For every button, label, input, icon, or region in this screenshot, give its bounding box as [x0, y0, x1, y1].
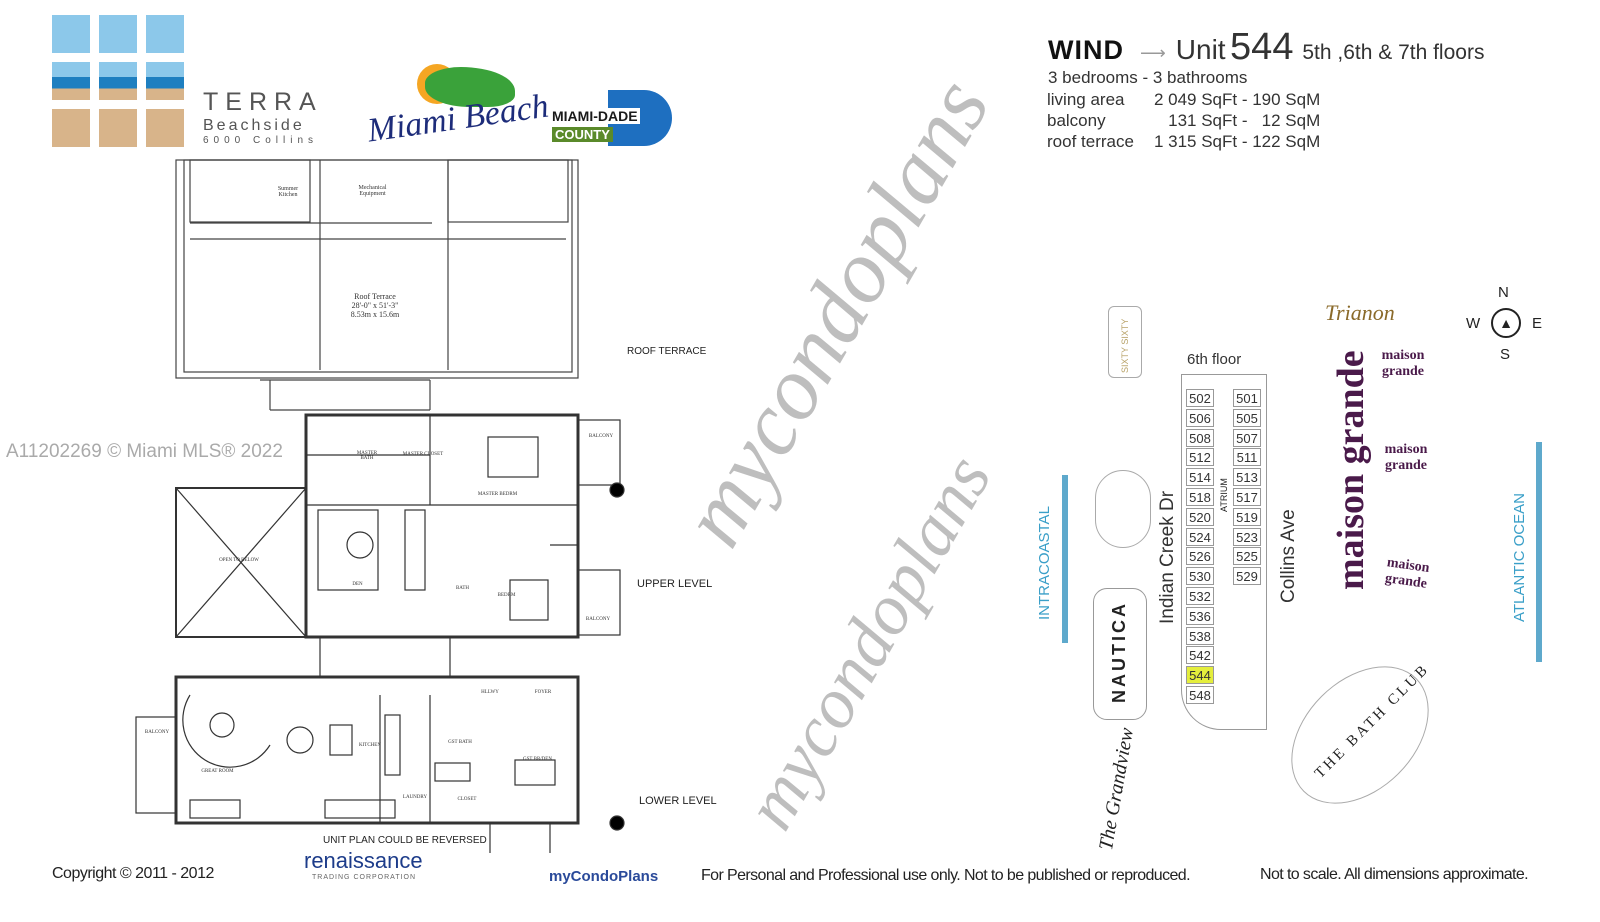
- atlantic-bar: [1536, 442, 1542, 662]
- unit-512: 512: [1186, 448, 1214, 467]
- unit-536: 536: [1186, 606, 1214, 625]
- unit-507: 507: [1233, 428, 1261, 447]
- terra-logo-tiles: [52, 15, 184, 147]
- rooms-summary: 3 bedrooms - 3 bathrooms: [1048, 68, 1248, 87]
- sixty-sixty-building: SIXTY SIXTY: [1108, 306, 1142, 378]
- lower-level-label: LOWER LEVEL: [639, 795, 717, 807]
- sixty-sixty-label: SIXTY SIXTY: [1120, 318, 1130, 373]
- compass-n: N: [1498, 284, 1509, 301]
- nautica-label: NAUTICA: [1109, 601, 1129, 703]
- upper-level-label: UPPER LEVEL: [637, 578, 713, 590]
- unit-523: 523: [1233, 527, 1261, 546]
- mls-watermark: A11202269 © Miami MLS® 2022: [6, 441, 283, 462]
- balcony-label-3: BALCONY: [144, 730, 170, 735]
- collins-street: Collins Ave: [1278, 509, 1299, 603]
- great-room-label: GREAT ROOM: [201, 769, 234, 774]
- compass-w: W: [1466, 315, 1481, 332]
- unit-524: 524: [1186, 527, 1214, 546]
- indian-creek-building: [1095, 470, 1151, 548]
- unit-506: 506: [1186, 408, 1214, 427]
- copyright: Copyright © 2011 - 2012: [52, 865, 214, 882]
- reversed-note: UNIT PLAN COULD BE REVERSED: [323, 835, 487, 846]
- roof-terrace-label: ROOF TERRACE: [627, 346, 707, 357]
- open-below-label: OPEN TO BELOW: [219, 558, 259, 563]
- grandview-building: The Grandview: [1095, 725, 1139, 852]
- unit-532: 532: [1186, 587, 1214, 605]
- lower-level-plan: [135, 637, 625, 853]
- unit-525: 525: [1233, 547, 1261, 566]
- scale-notice: Not to scale. All dimensions approximate…: [1260, 866, 1529, 883]
- bath-club-label: THE BATH CLUB: [1311, 660, 1433, 782]
- bedrm-label: BEDRM: [497, 593, 516, 598]
- gst-br-label: GST BR/DEN: [523, 757, 552, 762]
- unit-header: WIND ⟶ Unit 544 5th ,6th & 7th floors: [1048, 26, 1485, 68]
- unit-502: 502: [1186, 389, 1214, 407]
- intracoastal-bar: [1062, 475, 1068, 643]
- floor-label: 6th floor: [1187, 351, 1242, 368]
- upper-level-plan: [175, 413, 625, 639]
- bath-label: BATH: [455, 586, 470, 591]
- unit-520: 520: [1186, 507, 1214, 526]
- den-label: DEN: [352, 582, 363, 587]
- intracoastal-label: INTRACOASTAL: [1036, 506, 1053, 620]
- maison-grande-label-1: maison grande: [1381, 348, 1425, 379]
- trianon-building: Trianon: [1325, 300, 1395, 325]
- compass-s: S: [1500, 346, 1511, 363]
- mechanical-label: Mechanical Equipment: [358, 185, 387, 197]
- floor-plan-drawing: [135, 159, 625, 853]
- unit-517: 517: [1233, 488, 1261, 506]
- unit-514: 514: [1186, 468, 1214, 487]
- unit-508: 508: [1186, 428, 1214, 447]
- unit-513: 513: [1233, 468, 1261, 487]
- unit-505: 505: [1233, 408, 1261, 427]
- unit-519: 519: [1233, 507, 1261, 526]
- bath-club-building: THE BATH CLUB: [1264, 639, 1456, 831]
- compass: N W E S ▲: [1462, 284, 1548, 364]
- kitchen-label: KITCHEN: [359, 743, 381, 748]
- laundry-label: LAUNDRY: [402, 795, 428, 800]
- compass-e: E: [1532, 315, 1543, 332]
- hllwy-label: HLLWY: [481, 690, 499, 695]
- miami-dade-logo: MIAMI-DADE COUNTY: [552, 90, 672, 146]
- roof-terrace-plan: [175, 159, 579, 411]
- unit-530: 530: [1186, 567, 1214, 586]
- unit-518: 518: [1186, 488, 1214, 506]
- unit-544: 544: [1186, 666, 1214, 685]
- summer-kitchen-label: Summer Kitchen: [277, 186, 299, 198]
- wind-icon: ⟶: [1139, 43, 1166, 63]
- foyer-label: FOYER: [534, 690, 552, 695]
- indian-creek-street: Indian Creek Dr: [1157, 490, 1178, 624]
- maison-grande-label-3: maison grande: [1384, 555, 1431, 592]
- unit-529: 529: [1233, 567, 1261, 586]
- terra-wordmark: TERRA Beachside 6000 Collins: [203, 88, 323, 146]
- atlantic-label: ATLANTIC OCEAN: [1511, 493, 1528, 622]
- master-bath-label: MASTER BATH: [356, 451, 378, 461]
- balcony-label-1: BALCONY: [588, 434, 614, 439]
- master-bedrm-label: MASTER BEDRM: [477, 492, 518, 497]
- miami-beach-logo: Miami Beach: [365, 62, 551, 150]
- building-outline: [1181, 374, 1267, 730]
- nautica-building: NAUTICA: [1093, 588, 1147, 720]
- unit-501: 501: [1233, 389, 1261, 407]
- gst-bath-label: GST BATH: [448, 740, 472, 745]
- unit-542: 542: [1186, 646, 1214, 665]
- unit-548: 548: [1186, 686, 1214, 704]
- master-closet-label: MASTER CLOSET: [402, 452, 444, 457]
- closet-label: CLOSET: [457, 797, 477, 802]
- unit-538: 538: [1186, 626, 1214, 645]
- renaissance-logo: renaissance TRADING CORPORATION: [304, 848, 423, 881]
- compass-icon: ▲: [1491, 308, 1521, 338]
- balcony-label-2: BALCONY: [585, 617, 611, 622]
- unit-526: 526: [1186, 547, 1214, 566]
- unit-511: 511: [1233, 448, 1261, 467]
- usage-notice: For Personal and Professional use only. …: [701, 867, 1191, 884]
- atrium-label: ATRIUM: [1219, 478, 1229, 512]
- mycondoplans-logo: myCondoPlans: [549, 868, 659, 885]
- maison-grande-label-2: maison grande: [1384, 442, 1428, 473]
- maison-grande-building: maison grande: [1330, 350, 1372, 590]
